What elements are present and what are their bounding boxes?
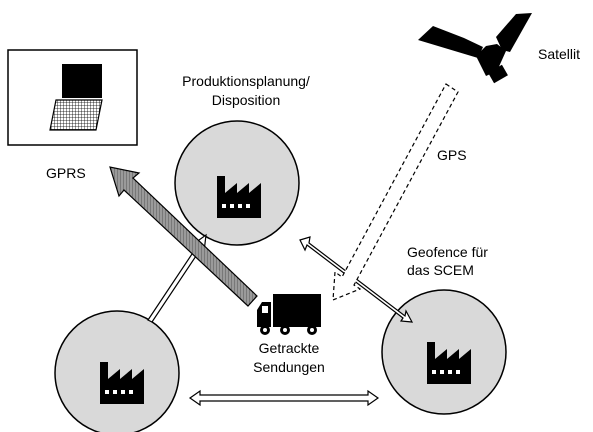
- arrow-left-to-right: [188, 389, 380, 407]
- truck-icon: [257, 294, 321, 335]
- geofence-label-line2: das SCEM: [407, 262, 474, 278]
- gps-signal-arrow: [332, 83, 459, 301]
- production-label: Produktionsplanung/: [182, 73, 310, 89]
- gprs-label: GPRS: [46, 165, 86, 181]
- satellite-icon: [418, 13, 532, 84]
- production-label-line2: Disposition: [212, 92, 280, 108]
- satellite-label: Satellit: [538, 46, 580, 62]
- gps-label: GPS: [437, 147, 467, 163]
- gprs-arrow: [109, 166, 258, 307]
- shipments-label-line2: Sendungen: [253, 359, 325, 375]
- laptop-icon: [49, 64, 103, 131]
- geofence-label: Geofence für: [407, 244, 488, 260]
- shipments-label: Getrackte: [259, 340, 320, 356]
